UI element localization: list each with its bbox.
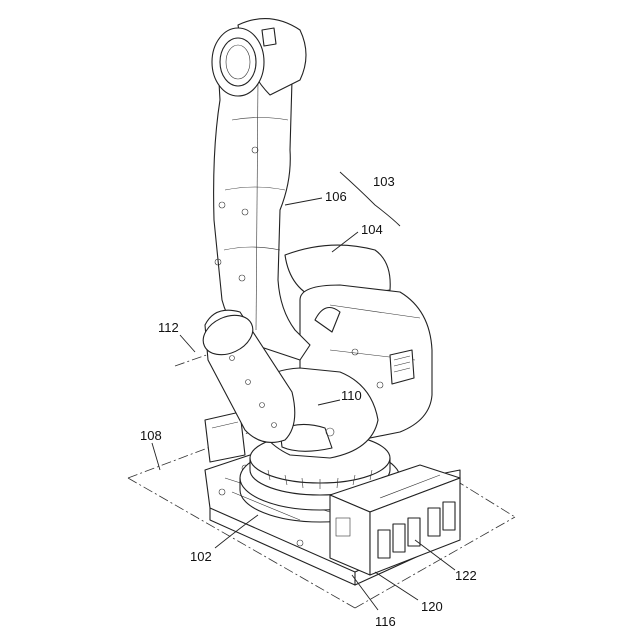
label-108: 108: [140, 428, 162, 443]
label-104: 104: [361, 222, 383, 237]
label-116: 116: [375, 614, 396, 629]
label-106: 106: [325, 189, 347, 204]
label-103: 103: [373, 174, 395, 189]
label-102: 102: [190, 549, 212, 564]
label-112: 112: [158, 320, 179, 335]
label-122: 122: [455, 568, 477, 583]
label-120: 120: [421, 599, 443, 614]
label-110: 110: [341, 388, 362, 403]
